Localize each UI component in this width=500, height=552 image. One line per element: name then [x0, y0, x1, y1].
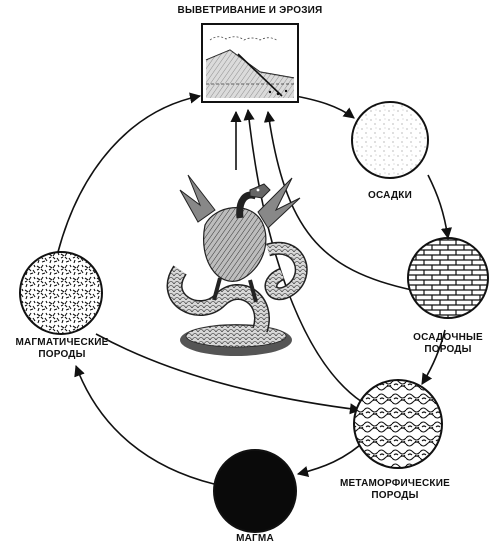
arrow-weathering-to-sediments: [289, 94, 355, 119]
arrow-sedimentary-to-weathering: [263, 110, 413, 291]
label-igneous-line2: ПОРОДЫ: [38, 349, 86, 360]
arrow-metamorphic-to-weathering: [243, 108, 363, 403]
label-sedimentary-line1: ОСАДОЧНЫЕ: [413, 332, 483, 343]
label-metamorphic-rocks: МЕТАМОРФИЧЕСКИЕ ПОРОДЫ: [330, 478, 460, 502]
arrow-igneous-to-weathering: [57, 92, 202, 253]
dragon-illustration: [166, 174, 308, 356]
crystal-speckle-icon: [19, 251, 103, 335]
label-magma: МАГМА: [236, 533, 274, 544]
arrow-sediments-to-sedimentary: [427, 174, 453, 240]
label-igneous-rocks: МАГМАТИЧЕСКИЕ ПОРОДЫ: [8, 337, 116, 361]
label-sedimentary-line2: ПОРОДЫ: [424, 344, 472, 355]
arrow-igneous-to-metamorphic: [95, 333, 362, 415]
black-disc-icon: [213, 449, 297, 533]
label-sedimentary-rocks: ОСАДОЧНЫЕ ПОРОДЫ: [398, 332, 498, 356]
label-sediments: ОСАДКИ: [368, 190, 412, 201]
brick-layers-icon: [407, 237, 489, 319]
weathering-node: [201, 23, 299, 103]
swirl-texture-icon: [353, 379, 443, 469]
label-metamorphic-line2: ПОРОДЫ: [371, 490, 419, 501]
label-igneous-line1: МАГМАТИЧЕСКИЕ: [15, 337, 109, 348]
label-weathering-erosion: ВЫВЕТРИВАНИЕ И ЭРОЗИЯ: [177, 5, 323, 16]
arrow-magma-to-igneous: [74, 364, 215, 485]
sediment-dots-icon: [351, 101, 429, 179]
label-metamorphic-line1: МЕТАМОРФИЧЕСКИЕ: [340, 478, 450, 489]
arrow-sedimentary-to-metamorphic: [421, 329, 446, 385]
